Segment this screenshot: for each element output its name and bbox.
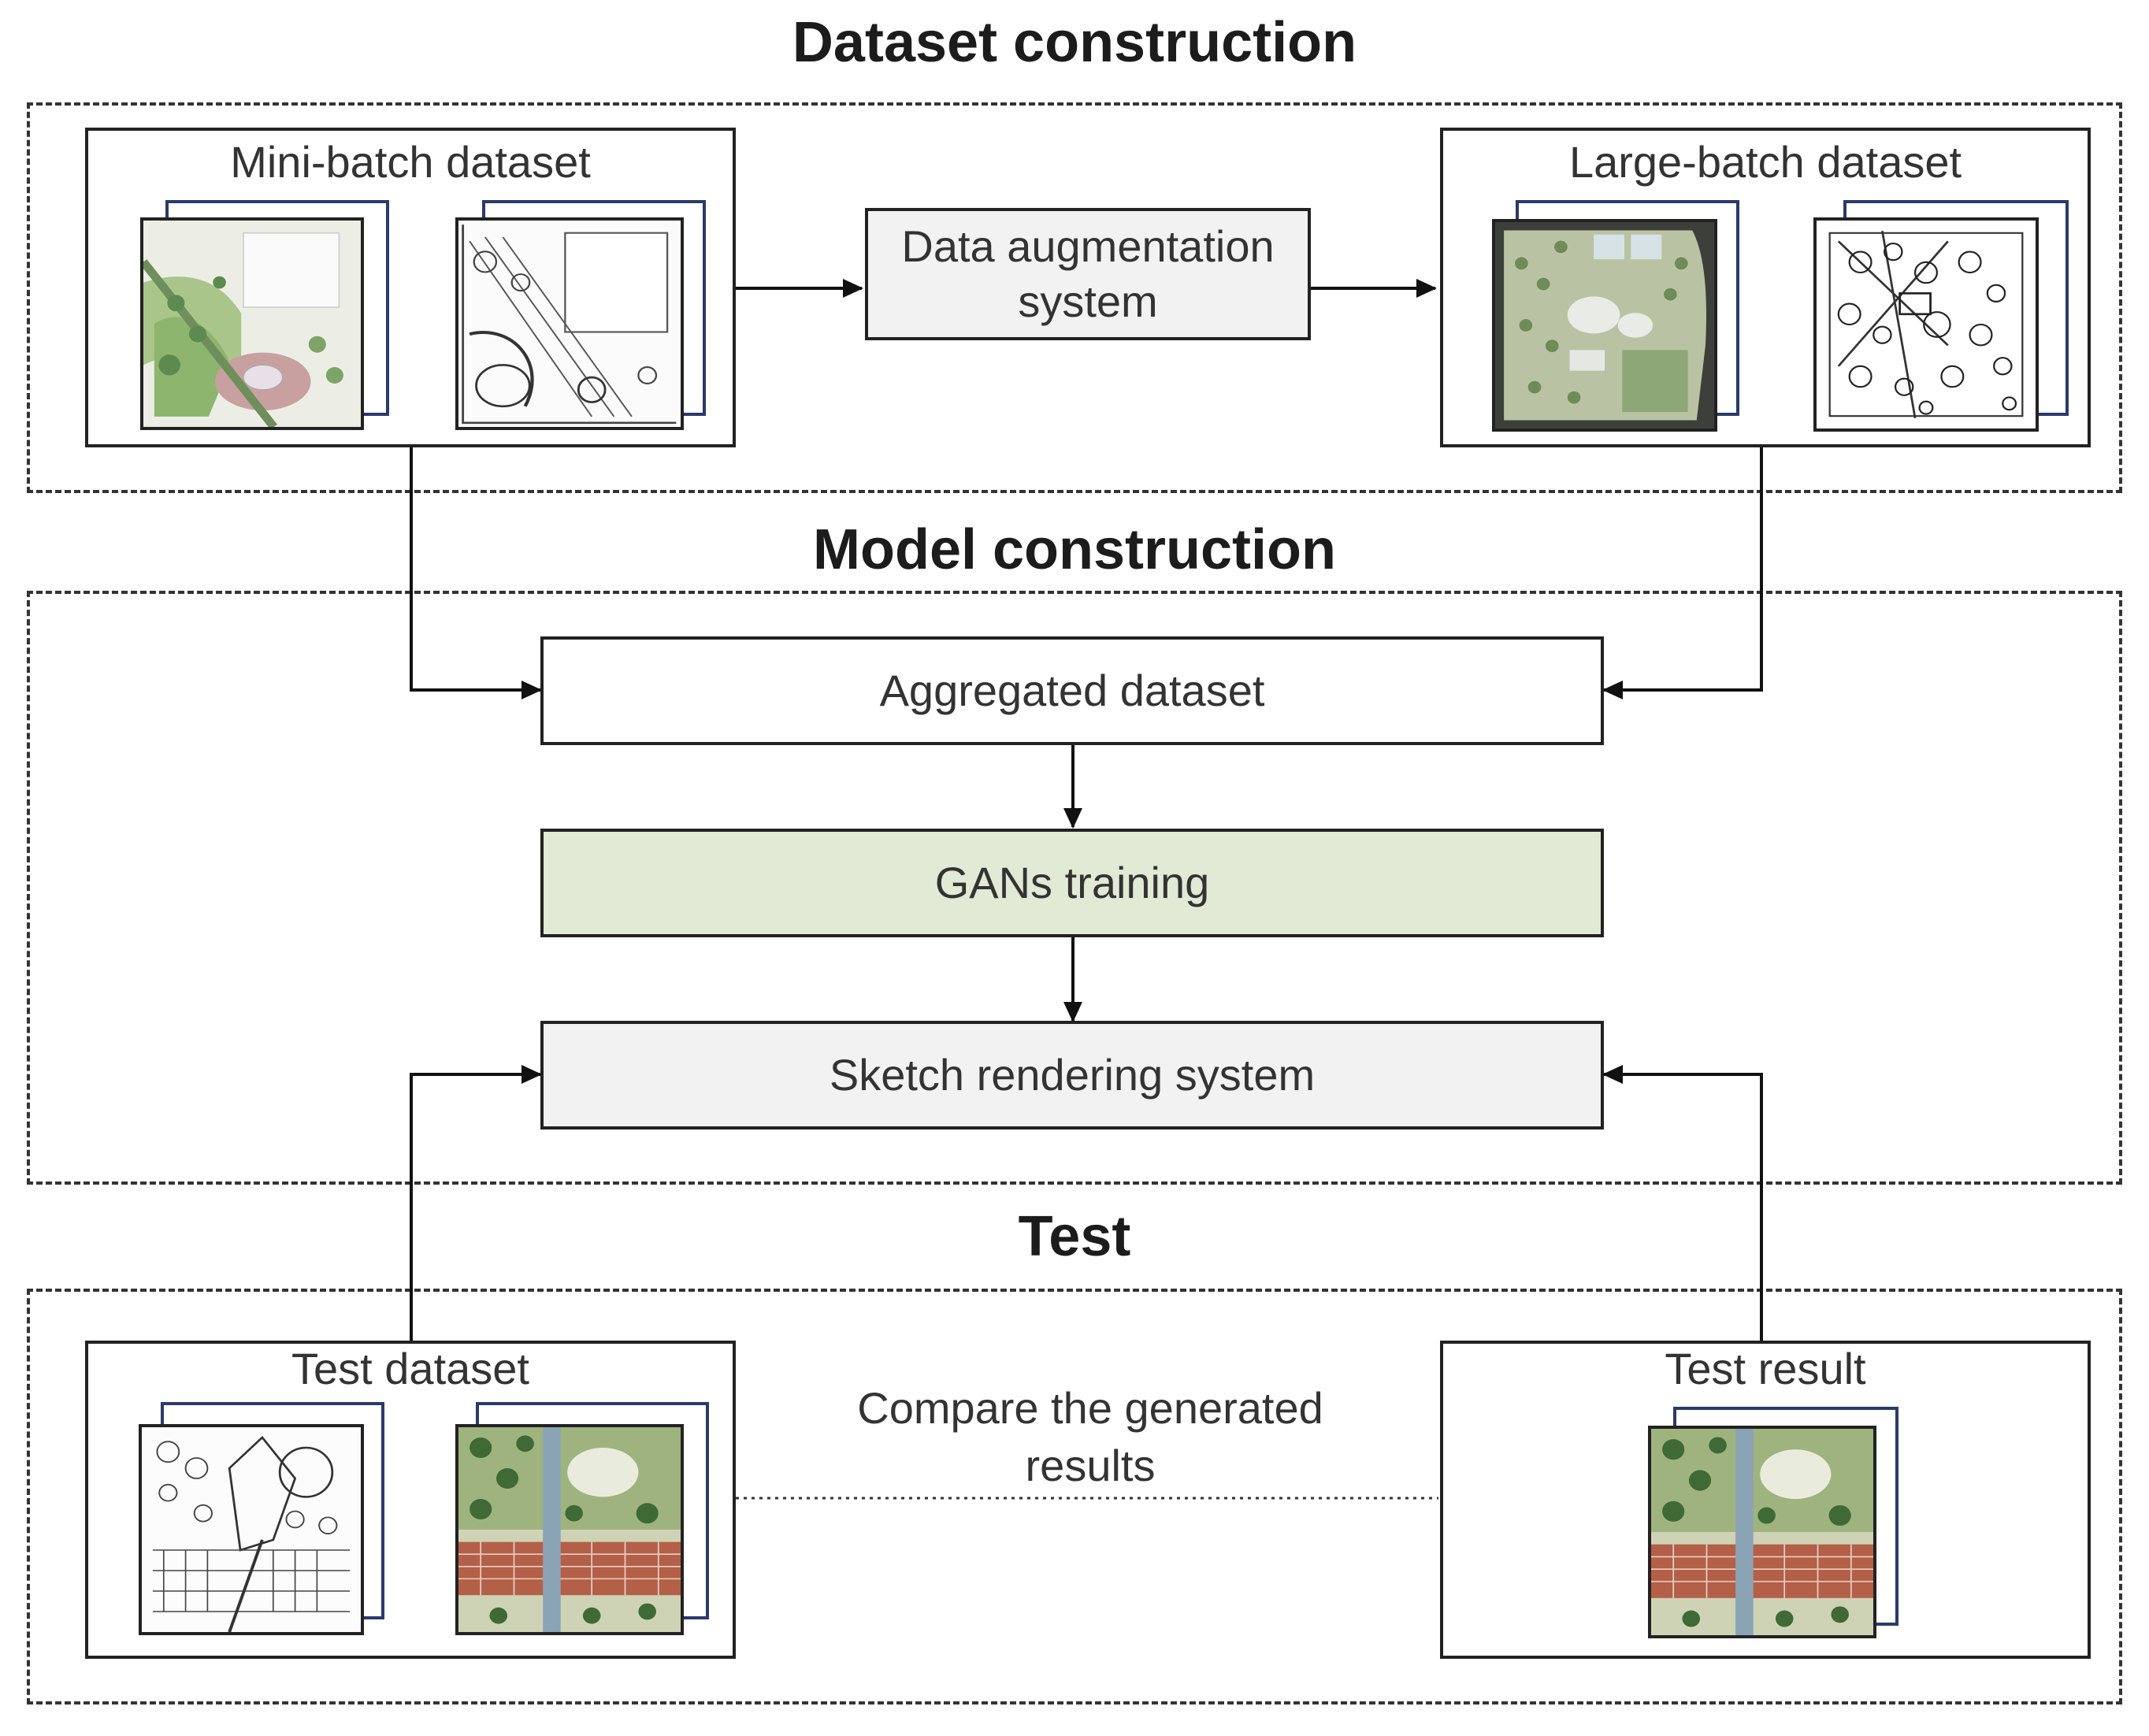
compare-text: Compare the generated results <box>815 1380 1366 1495</box>
compare-line2: results <box>1025 1440 1156 1490</box>
test-result-label: Test result <box>1665 1344 1866 1393</box>
sketch-rendering-box: Sketch rendering system <box>540 1021 1604 1130</box>
mini-colored-plan-image <box>140 217 364 430</box>
test-dataset-label: Test dataset <box>291 1344 529 1393</box>
section-title-test: Test <box>1018 1205 1131 1268</box>
mini-sketch-plan-image <box>455 217 684 430</box>
augmentation-line2: system <box>1018 276 1158 326</box>
arrow-large-to-aggregated <box>1602 447 1763 699</box>
test-section-frame <box>27 1289 2122 1704</box>
large-colored-plan-image <box>1492 219 1717 432</box>
arrow-testresult-to-sketch <box>1602 1065 1763 1341</box>
compare-line1: Compare the generated <box>857 1383 1323 1433</box>
result-colored-plan-image <box>1648 1426 1876 1638</box>
arrow-mini-to-aggregated <box>410 447 542 699</box>
gans-training-box: GANs training <box>540 829 1604 937</box>
section-title-model: Model construction <box>813 518 1336 581</box>
arrow-testdata-to-sketch <box>410 1065 542 1341</box>
large-sketch-plan-image <box>1813 217 2039 432</box>
aggregated-dataset-box: Aggregated dataset <box>540 636 1604 745</box>
test-colored-plan-image <box>455 1424 684 1635</box>
large-batch-label: Large-batch dataset <box>1568 137 1962 187</box>
section-title-dataset: Dataset construction <box>792 11 1357 74</box>
augmentation-line1: Data augmentation <box>901 221 1275 271</box>
model-section-frame <box>27 591 2122 1185</box>
mini-batch-label: Mini-batch dataset <box>230 137 591 187</box>
dataset-section-frame <box>27 102 2122 493</box>
test-sketch-plan-image <box>139 1424 364 1635</box>
data-augmentation-box: Data augmentation system <box>865 208 1311 340</box>
